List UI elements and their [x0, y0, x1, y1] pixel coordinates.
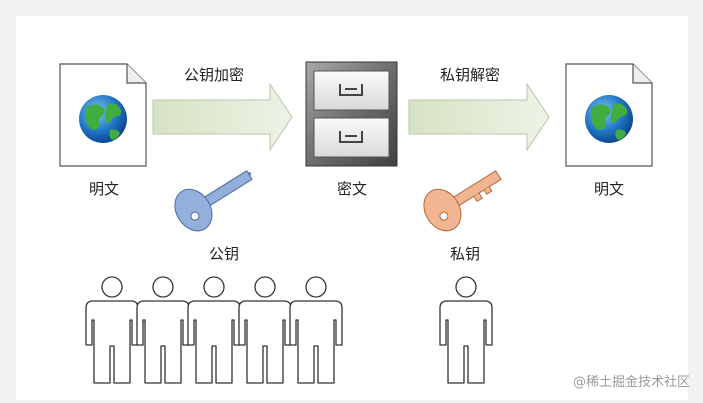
plaintext-document-left: 明文: [59, 63, 147, 198]
public-key-holders: [85, 276, 343, 384]
person-icon: [439, 276, 493, 384]
person-icon: [187, 276, 241, 384]
key-icon: [423, 170, 502, 232]
private-key-holder: [439, 276, 493, 384]
person-icon: [85, 276, 139, 384]
encrypt-arrow-label: 公钥加密: [184, 66, 244, 84]
watermark: @稀土掘金技术社区: [573, 374, 690, 390]
person-icon: [238, 276, 292, 384]
ciphertext-label: 密文: [337, 180, 367, 198]
encrypt-arrow: 公钥加密: [152, 66, 293, 152]
decrypt-arrow-label: 私钥解密: [440, 66, 500, 84]
plaintext-document-right: 明文: [565, 63, 653, 198]
plaintext-right-label: 明文: [594, 180, 624, 198]
private-key: 私钥: [423, 170, 502, 263]
decrypt-arrow: 私钥解密: [408, 66, 550, 152]
file-cabinet-icon: [305, 61, 398, 167]
public-key-label: 公钥: [209, 245, 239, 263]
globe-document-icon: [59, 63, 147, 167]
key-icon: [174, 170, 253, 232]
public-key: 公钥: [174, 170, 253, 263]
plaintext-left-label: 明文: [89, 180, 119, 198]
globe-document-icon: [565, 63, 653, 167]
ciphertext-cabinet: 密文: [305, 61, 398, 198]
person-icon: [289, 276, 343, 384]
private-key-label: 私钥: [450, 245, 480, 263]
